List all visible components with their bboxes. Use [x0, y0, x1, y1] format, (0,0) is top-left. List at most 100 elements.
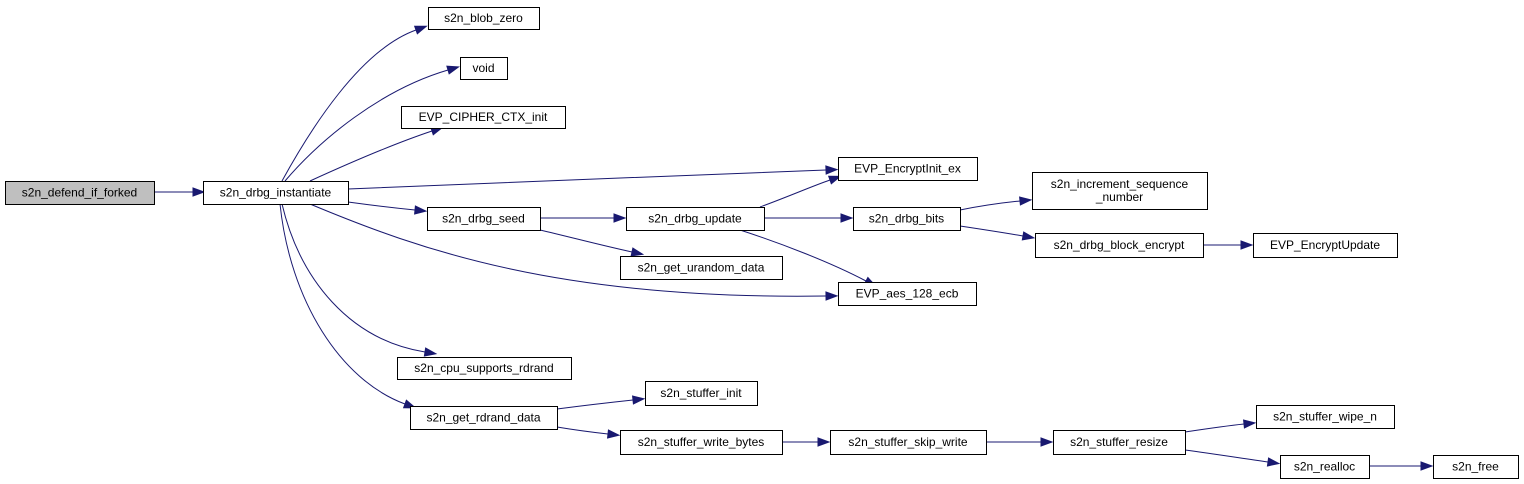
- node-box: [1035, 233, 1204, 258]
- node-aes[interactable]: EVP_aes_128_ecb: [838, 282, 977, 306]
- edges-layer: [153, 25, 1434, 471]
- node-box: [397, 357, 572, 380]
- nodes-layer: s2n_defend_if_forked s2n_drbg_instantiate…: [5, 7, 1519, 479]
- node-label: s2n_drbg_block_encrypt: [1054, 238, 1185, 252]
- node-box: [620, 430, 783, 455]
- node-box: [428, 7, 540, 30]
- edge-instantiate-to-seed: [347, 201, 428, 215]
- edge-instantiate-to-void: [284, 65, 460, 182]
- node-encryptupdate[interactable]: EVP_EncryptUpdate: [1253, 233, 1398, 258]
- edge-line: [556, 399, 634, 410]
- edge-rdrand-to-write_bytes: [556, 426, 621, 439]
- edge-line: [281, 203, 426, 353]
- arrowhead: [1021, 231, 1036, 241]
- arrowhead: [413, 25, 428, 35]
- edge-skip_write-to-resize: [986, 437, 1054, 447]
- edge-realloc-to-free: [1369, 461, 1434, 471]
- node-box: [1280, 455, 1370, 479]
- node-box: [838, 282, 977, 306]
- edge-block_encrypt-to-encryptupdate: [1203, 240, 1254, 250]
- node-label: s2n_stuffer_skip_write: [848, 435, 968, 449]
- edge-seed-to-update: [540, 213, 627, 223]
- node-box: [410, 406, 558, 430]
- node-skip-write[interactable]: s2n_stuffer_skip_write: [830, 430, 987, 455]
- arrowhead: [630, 247, 645, 257]
- edge-rdrand-to-stuffer_init: [556, 395, 646, 410]
- edge-line: [309, 130, 433, 182]
- node-rdrand[interactable]: s2n_get_rdrand_data: [410, 406, 558, 430]
- node-label: s2n_increment_sequence: [1051, 177, 1189, 191]
- arrowhead: [402, 399, 417, 409]
- edge-write_bytes-to-skip_write: [782, 437, 831, 447]
- node-box: [853, 207, 961, 231]
- node-box: [1253, 233, 1398, 258]
- node-box: [460, 57, 508, 80]
- edge-update-to-bits: [764, 213, 854, 223]
- edge-seed-to-urandom: [539, 229, 645, 257]
- arrowhead: [1019, 196, 1033, 206]
- arrowhead: [414, 205, 428, 215]
- node-label: s2n_get_urandom_data: [638, 261, 765, 275]
- node-free[interactable]: s2n_free: [1433, 455, 1519, 479]
- node-label: s2n_stuffer_wipe_n: [1273, 410, 1377, 424]
- arrowhead: [606, 429, 621, 439]
- node-label: EVP_EncryptInit_ex: [854, 162, 961, 176]
- node-label: s2n_blob_zero: [444, 11, 523, 25]
- edge-line: [739, 229, 867, 282]
- node-ctx-init[interactable]: EVP_CIPHER_CTX_init: [401, 106, 566, 129]
- edge-bits-to-block_encrypt: [959, 225, 1036, 241]
- node-defend[interactable]: s2n_defend_if_forked: [5, 181, 155, 205]
- node-bits[interactable]: s2n_drbg_bits: [853, 207, 961, 231]
- edge-line: [759, 179, 831, 208]
- edge-line: [556, 426, 609, 435]
- arrowhead: [613, 213, 627, 223]
- edge-line: [279, 203, 406, 405]
- node-box: [838, 157, 978, 181]
- node-box: [620, 256, 783, 280]
- node-box: [1256, 405, 1395, 429]
- arrowhead: [632, 395, 646, 405]
- node-instantiate[interactable]: s2n_drbg_instantiate: [203, 181, 349, 205]
- node-box: [1433, 455, 1519, 479]
- arrowhead: [827, 175, 842, 185]
- node-label: s2n_defend_if_forked: [22, 186, 137, 200]
- node-label: s2n_drbg_update: [648, 212, 742, 226]
- node-incseq[interactable]: s2n_increment_sequence_number: [1032, 172, 1208, 210]
- node-block-encrypt[interactable]: s2n_drbg_block_encrypt: [1035, 233, 1204, 258]
- node-update[interactable]: s2n_drbg_update: [626, 207, 765, 231]
- edge-line: [347, 169, 827, 190]
- node-label: s2n_get_rdrand_data: [426, 411, 540, 425]
- node-label: s2n_stuffer_resize: [1070, 435, 1168, 449]
- node-label: s2n_free: [1452, 460, 1499, 474]
- node-label: EVP_EncryptUpdate: [1270, 238, 1380, 252]
- edge-line: [309, 203, 827, 297]
- edge-instantiate-to-blob_zero: [281, 25, 428, 182]
- node-label: s2n_stuffer_init: [660, 386, 742, 400]
- node-box: [5, 181, 155, 205]
- node-blob-zero[interactable]: s2n_blob_zero: [428, 7, 540, 30]
- edge-line: [539, 229, 633, 253]
- node-void[interactable]: void: [460, 57, 508, 80]
- arrowhead: [825, 165, 839, 175]
- node-box: [645, 381, 758, 406]
- edge-instantiate-to-encryptinit: [347, 165, 839, 190]
- node-box: [1032, 172, 1208, 210]
- node-label: s2n_drbg_bits: [869, 212, 944, 226]
- node-resize[interactable]: s2n_stuffer_resize: [1053, 430, 1186, 455]
- node-cpu[interactable]: s2n_cpu_supports_rdrand: [397, 357, 572, 380]
- node-realloc[interactable]: s2n_realloc: [1280, 455, 1370, 479]
- arrowhead: [423, 347, 438, 357]
- node-encryptinit[interactable]: EVP_EncryptInit_ex: [838, 157, 978, 181]
- node-urandom[interactable]: s2n_get_urandom_data: [620, 256, 783, 280]
- edge-line: [281, 29, 417, 182]
- node-label: EVP_CIPHER_CTX_init: [419, 110, 548, 124]
- arrowhead: [1266, 457, 1281, 467]
- node-wipe-n[interactable]: s2n_stuffer_wipe_n: [1256, 405, 1395, 429]
- node-seed[interactable]: s2n_drbg_seed: [427, 207, 541, 231]
- arrowhead: [1243, 419, 1257, 429]
- node-stuffer-init[interactable]: s2n_stuffer_init: [645, 381, 758, 406]
- node-write-bytes[interactable]: s2n_stuffer_write_bytes: [620, 430, 783, 455]
- arrowhead: [840, 213, 854, 223]
- arrowhead: [1240, 240, 1254, 250]
